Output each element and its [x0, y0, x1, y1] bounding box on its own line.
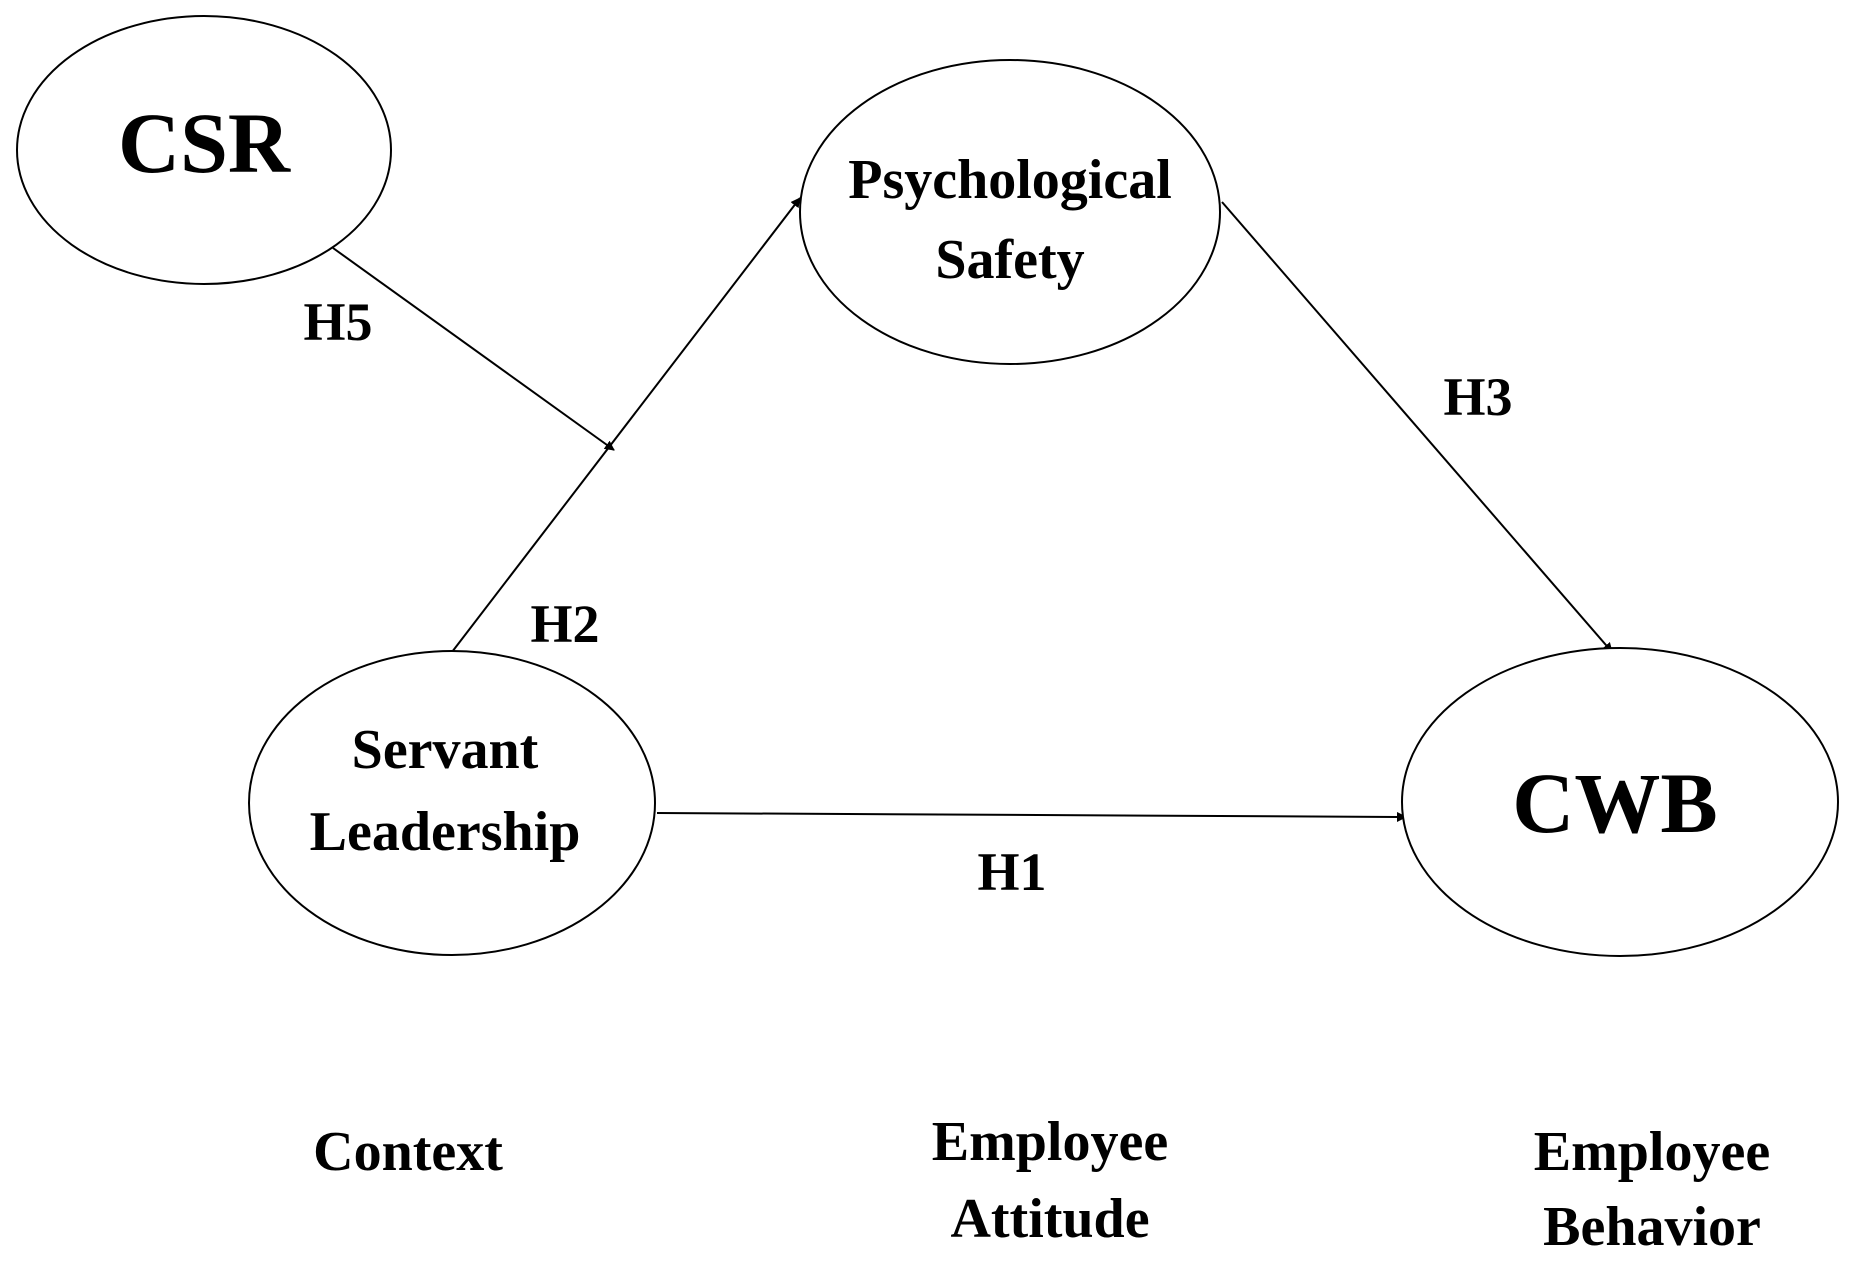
column-label-employee-attitude-line1: Employee — [932, 1111, 1168, 1173]
column-label-employee-behavior-line1: Employee — [1534, 1121, 1770, 1183]
edge-labels: H5 H2 H3 H1 — [303, 292, 1512, 902]
edge-h5-label: H5 — [303, 292, 372, 352]
psychological-safety-label-line1: Psychological — [848, 149, 1172, 211]
psychological-safety-label-line2: Safety — [935, 229, 1084, 291]
servant-leadership-ellipse — [248, 650, 656, 956]
column-label-context: Context — [313, 1121, 503, 1183]
node-psychological-safety: Psychological Safety — [799, 59, 1221, 365]
edge-h3-label: H3 — [1443, 367, 1512, 427]
edge-h1-label: H1 — [977, 842, 1046, 902]
servant-leadership-label-line2: Leadership — [310, 801, 581, 863]
servant-leadership-label-line1: Servant — [352, 719, 539, 781]
csr-ellipse — [16, 15, 392, 285]
cwb-label: CWB — [1512, 755, 1717, 851]
edge-h2-arrow — [451, 197, 801, 653]
psychological-safety-ellipse — [799, 59, 1221, 365]
column-label-employee-behavior-line2: Behavior — [1543, 1196, 1761, 1258]
node-csr: CSR — [16, 15, 392, 285]
edge-h1-arrow — [656, 811, 1407, 822]
node-servant-leadership: Servant Leadership — [248, 650, 656, 956]
cwb-ellipse — [1401, 647, 1839, 957]
edge-h2-label: H2 — [530, 594, 599, 654]
column-labels: Context Employee Attitude Employee Behav… — [313, 1111, 1770, 1258]
edges — [332, 197, 1613, 822]
column-label-employee-attitude-line2: Attitude — [950, 1188, 1149, 1250]
edge-h5-arrow — [332, 247, 615, 451]
edge-h3-arrow — [1221, 201, 1613, 653]
node-cwb: CWB — [1401, 647, 1839, 957]
csr-label: CSR — [118, 95, 291, 191]
